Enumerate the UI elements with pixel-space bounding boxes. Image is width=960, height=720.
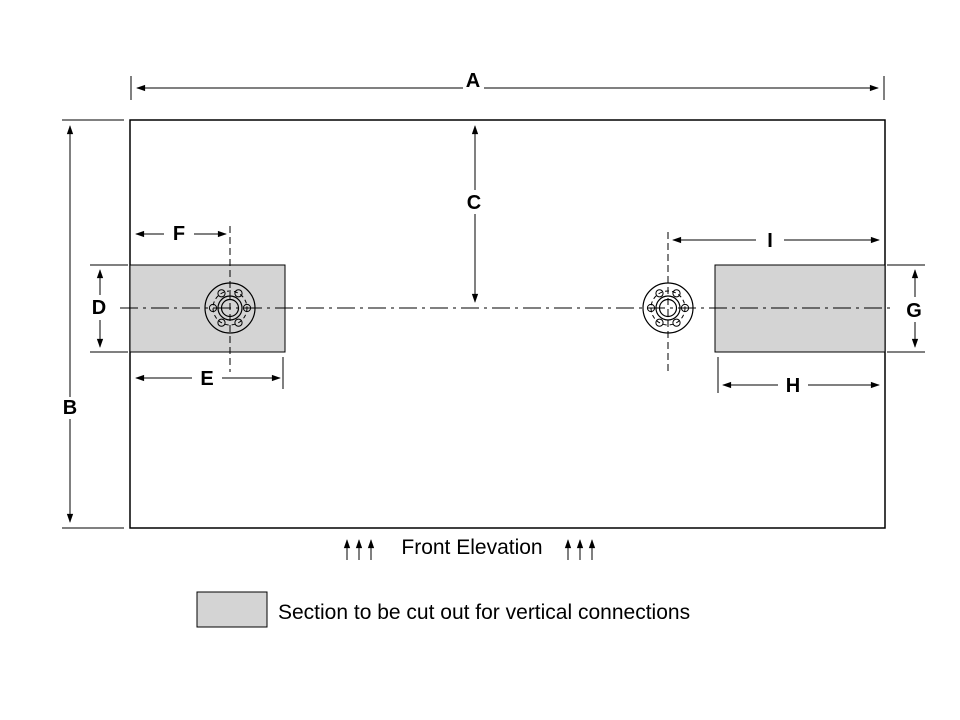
dimension-c-label: C	[467, 192, 481, 214]
bolt-hole	[646, 303, 656, 313]
left-flange-bore	[220, 298, 240, 318]
bolt-hole	[242, 303, 252, 313]
dimension-b-label: B	[63, 397, 77, 419]
bolt-hole	[680, 303, 690, 313]
left-flange	[204, 226, 256, 372]
up-arrows-left	[343, 539, 375, 560]
right-flange	[642, 232, 694, 372]
bolt-hole	[234, 289, 243, 298]
dimension-d-label: D	[92, 297, 106, 319]
dimension-f-label: F	[173, 223, 185, 245]
dimension-g: G	[887, 264, 925, 353]
bolt-hole	[217, 289, 226, 298]
dimension-d: D	[90, 264, 128, 353]
bolt-hole	[672, 289, 681, 298]
left-flange-hub-ring	[217, 295, 243, 321]
left-flange-bolt-circle	[212, 290, 248, 326]
bolt-hole	[655, 289, 664, 298]
bolt-hole	[672, 318, 681, 327]
bolt-hole	[208, 303, 218, 313]
right-flange-bore	[658, 298, 678, 318]
bolt-hole	[655, 318, 664, 327]
dimension-i: I	[672, 230, 880, 252]
caption-group: Front Elevation	[343, 536, 596, 560]
legend-label: Section to be cut out for vertical conne…	[278, 601, 690, 624]
dimension-h-label: H	[786, 375, 800, 397]
dimension-h: H	[717, 357, 880, 397]
up-arrows-right	[564, 539, 596, 560]
dimension-b: B	[62, 119, 124, 529]
drawing-caption: Front Elevation	[401, 536, 542, 559]
legend: Section to be cut out for vertical conne…	[196, 591, 690, 628]
right-flange-outer-ring	[642, 282, 694, 334]
dimension-i-label: I	[767, 230, 773, 252]
bolt-hole	[217, 318, 226, 327]
bolt-hole	[234, 318, 243, 327]
left-flange-outer-ring	[204, 282, 256, 334]
dimension-a: A	[130, 70, 885, 100]
dimension-f: F	[135, 223, 227, 245]
dimension-e-label: E	[200, 368, 213, 390]
right-flange-bolt-circle	[650, 290, 686, 326]
legend-swatch	[196, 591, 268, 628]
dimension-c: C	[467, 125, 481, 303]
right-flange-hub-ring	[655, 295, 681, 321]
dimension-a-label: A	[466, 70, 480, 92]
dimension-g-label: G	[906, 300, 922, 322]
dimension-e: E	[135, 357, 284, 390]
